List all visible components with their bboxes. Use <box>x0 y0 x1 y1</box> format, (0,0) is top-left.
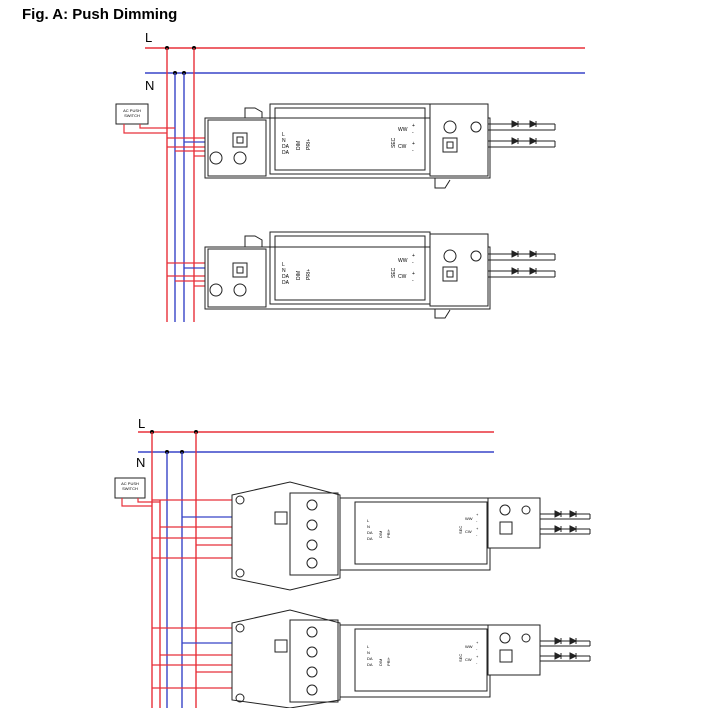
svg-text:SEC: SEC <box>458 526 463 534</box>
led-output-a2 <box>488 250 556 278</box>
svg-text:AC PUSH: AC PUSH <box>123 108 141 113</box>
svg-text:N: N <box>282 268 286 274</box>
svg-text:+: + <box>476 640 479 645</box>
svg-text:WW: WW <box>398 127 408 133</box>
svg-text:L: L <box>367 644 370 649</box>
svg-text:+: + <box>412 253 415 259</box>
svg-text:DA: DA <box>282 150 290 156</box>
push-switch-a: AC PUSH SWITCH <box>115 103 175 134</box>
svg-text:+: + <box>412 271 415 277</box>
svg-text:PRI+: PRI+ <box>386 656 391 666</box>
svg-text:DA: DA <box>282 274 290 280</box>
svg-text:PRI+: PRI+ <box>306 139 312 150</box>
led-output-a1 <box>488 120 556 148</box>
svg-text:N: N <box>367 524 370 529</box>
svg-text:DIM: DIM <box>296 271 302 280</box>
svg-text:L: L <box>282 132 285 138</box>
led-output-b2 <box>540 637 591 662</box>
svg-text:DIM: DIM <box>296 141 302 150</box>
svg-text:DA: DA <box>367 662 373 667</box>
driver-b2 <box>231 609 541 708</box>
driver-a2 <box>204 231 491 319</box>
svg-text:N: N <box>367 650 370 655</box>
svg-text:SWITCH: SWITCH <box>122 486 138 491</box>
driver-b1 <box>231 481 541 591</box>
svg-text:WW: WW <box>465 644 473 649</box>
line-label-b: L <box>138 416 145 431</box>
svg-text:SWITCH: SWITCH <box>124 113 140 118</box>
svg-text:L: L <box>367 518 370 523</box>
figure-title: Fig. A: Push Dimming <box>22 6 178 23</box>
svg-text:CW: CW <box>398 144 407 150</box>
svg-text:AC PUSH: AC PUSH <box>121 481 139 486</box>
svg-text:-: - <box>412 278 414 284</box>
svg-text:WW: WW <box>465 516 473 521</box>
svg-text:SEC: SEC <box>458 654 463 662</box>
diagram-a: L N AC PUSH SWITCH <box>115 30 585 322</box>
svg-text:SEC: SEC <box>391 267 397 278</box>
led-output-b1 <box>540 510 591 535</box>
neutral-label-a: N <box>145 78 154 93</box>
svg-text:DIM: DIM <box>378 531 383 538</box>
svg-text:+: + <box>476 526 479 531</box>
neutral-label-b: N <box>136 455 145 470</box>
svg-text:SEC: SEC <box>391 137 397 148</box>
svg-text:CW: CW <box>398 274 407 280</box>
svg-text:DA: DA <box>282 144 290 150</box>
svg-text:WW: WW <box>398 258 408 264</box>
svg-text:+: + <box>476 512 479 517</box>
svg-text:-: - <box>476 532 478 537</box>
driver-a1 <box>204 103 491 189</box>
svg-text:-: - <box>412 130 414 136</box>
svg-text:+: + <box>412 141 415 147</box>
svg-text:-: - <box>412 148 414 154</box>
svg-text:DA: DA <box>367 530 373 535</box>
driver-a2-labels: L N DA DA DIM PRI+ SEC WW CW + - + - <box>282 253 415 286</box>
svg-text:+: + <box>412 123 415 129</box>
svg-text:+: + <box>476 654 479 659</box>
svg-text:-: - <box>412 260 414 266</box>
svg-text:-: - <box>476 518 478 523</box>
push-switch-b: AC PUSH SWITCH <box>114 477 160 507</box>
svg-text:PRI+: PRI+ <box>306 269 312 280</box>
svg-text:L: L <box>282 262 285 268</box>
junction-dots-b <box>150 430 198 454</box>
junction-dots-a <box>165 46 196 75</box>
svg-text:DA: DA <box>367 656 373 661</box>
svg-text:DIM: DIM <box>378 659 383 666</box>
svg-text:PRI+: PRI+ <box>386 528 391 538</box>
line-label-a: L <box>145 30 152 45</box>
driver-b2-labels: L N DA DA DIM PRI+ SEC WW CW + - + - <box>367 640 479 667</box>
svg-text:CW: CW <box>465 657 472 662</box>
driver-b1-labels: L N DA DA DIM PRI+ SEC WW CW + - + - <box>367 512 479 541</box>
diagram-b: L N AC PUSH SWITCH <box>114 416 591 708</box>
svg-text:N: N <box>282 138 286 144</box>
driver-a1-labels: L N DA DA DIM PRI+ SEC WW CW + - + - <box>282 123 415 156</box>
svg-text:DA: DA <box>367 536 373 541</box>
svg-text:-: - <box>476 646 478 651</box>
svg-text:DA: DA <box>282 280 290 286</box>
svg-text:CW: CW <box>465 529 472 534</box>
svg-text:-: - <box>476 660 478 665</box>
